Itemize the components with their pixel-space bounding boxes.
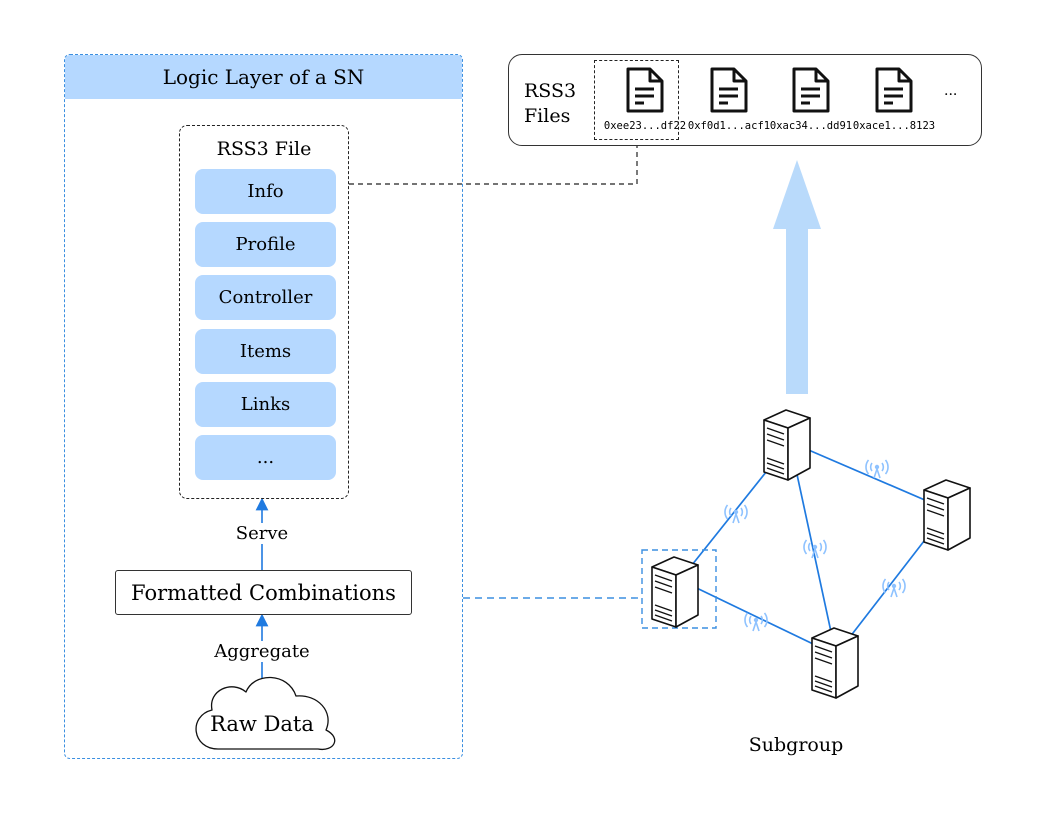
field-profile: Profile [195, 222, 336, 267]
file-hash: 0xf0d1...acf1 [687, 120, 771, 132]
rss3-files-label: RSS3 Files [524, 79, 576, 129]
rss3-files-label-line2: Files [524, 105, 571, 127]
cloud-icon [195, 676, 336, 751]
formatted-combinations-box: Formatted Combinations [115, 570, 412, 615]
logic-layer-panel: Logic Layer of a SN [64, 54, 463, 759]
document-icon [626, 67, 664, 113]
file-entry: 0xee23...df22 [604, 65, 686, 139]
document-icon [792, 67, 830, 113]
file-entry: 0xf0d1...acf1 [688, 65, 770, 139]
subgroup-label: Subgroup [748, 734, 844, 756]
field-links: Links [195, 382, 336, 427]
server-icon [763, 409, 811, 481]
server-icon [811, 627, 859, 699]
wireless-signal-icon [882, 578, 906, 598]
file-hash: 0xac34...dd91 [769, 120, 853, 132]
files-ellipsis: ... [944, 83, 958, 99]
rss3-files-panel: RSS3 Files 0xee23...df22 0xf0d1...acf1 [508, 54, 982, 146]
logic-layer-title: Logic Layer of a SN [65, 55, 462, 99]
highlighted-node-frame [641, 549, 717, 629]
file-hash: 0xee23...df22 [603, 120, 687, 132]
rss3-file-box: RSS3 File Info Profile Controller Items … [179, 125, 349, 499]
field-controller: Controller [195, 275, 336, 320]
raw-data-label: Raw Data [210, 712, 314, 736]
field-items: Items [195, 329, 336, 374]
rss3-files-label-line1: RSS3 [524, 80, 577, 102]
server-icon [923, 479, 971, 551]
document-icon [875, 67, 913, 113]
server-icon [651, 556, 699, 628]
file-hash: 0xace1...8123 [852, 120, 936, 132]
rss3-file-title: RSS3 File [216, 138, 312, 160]
file-entry: 0xace1...8123 [853, 65, 935, 139]
document-icon [710, 67, 748, 113]
aggregate-label: Aggregate [202, 641, 322, 662]
field-info: Info [195, 169, 336, 214]
selected-file-frame [594, 60, 679, 140]
field-more: ... [195, 435, 336, 480]
serve-label: Serve [222, 523, 302, 544]
file-link-connector [349, 141, 638, 185]
file-entry: 0xac34...dd91 [770, 65, 852, 139]
upload-arrow [773, 160, 821, 394]
